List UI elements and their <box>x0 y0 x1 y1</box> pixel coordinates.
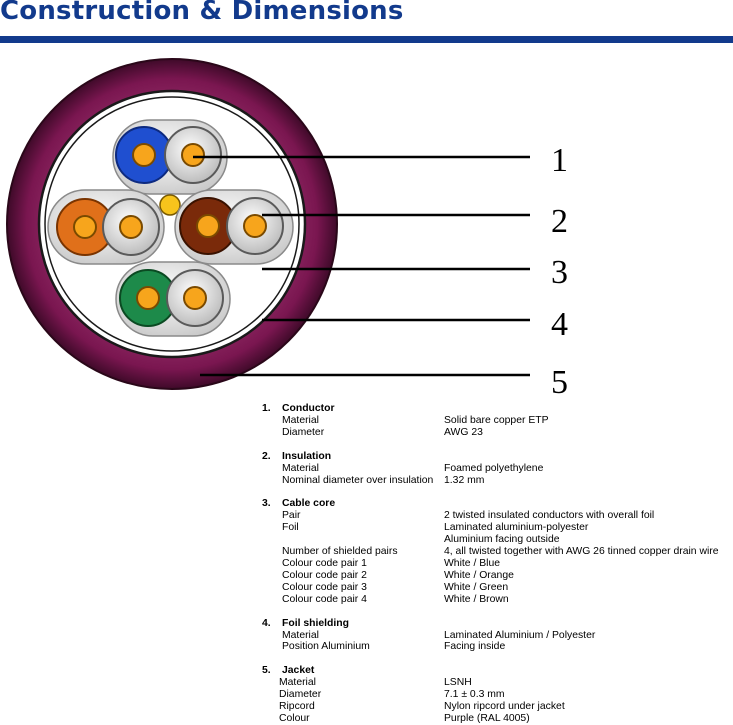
spec-row: Material Foamed polyethylene <box>262 463 732 475</box>
spec-value: Laminated aluminium-polyester <box>444 522 589 534</box>
spec-row: Colour code pair 4 White / Brown <box>262 594 732 606</box>
spec-value: 4, all twisted together with AWG 26 tinn… <box>444 546 719 558</box>
callout-5: 5 <box>551 364 568 400</box>
spec-label: Colour code pair 4 <box>282 593 367 605</box>
spec-row: Colour code pair 3 White / Green <box>262 582 732 594</box>
spec-label: Number of shielded pairs <box>282 546 398 558</box>
spec-row: Colour code pair 2 White / Orange <box>262 570 732 582</box>
spec-value: AWG 23 <box>444 426 483 438</box>
spec-label: Material <box>279 677 316 689</box>
spec-label: Colour <box>279 712 310 724</box>
section-number: 5. <box>262 665 271 677</box>
spec-section-conductor: 1. Conductor Material Solid bare copper E… <box>262 403 732 439</box>
spec-label: Diameter <box>279 689 322 701</box>
spec-value: Laminated Aluminium / Polyester <box>444 629 596 641</box>
pair-3 <box>115 261 231 337</box>
spec-row: Pair 2 twisted insulated conductors with … <box>262 510 732 522</box>
spec-label: Material <box>282 462 319 474</box>
spec-label: Pair <box>282 510 301 522</box>
spec-value: White / Orange <box>444 569 514 581</box>
spec-row: Diameter AWG 23 <box>262 427 732 439</box>
spec-value: Aluminium facing outside <box>444 534 560 546</box>
spec-label: Position Aluminium <box>282 641 370 653</box>
spec-label: Ripcord <box>279 701 315 713</box>
title-underline <box>0 36 733 43</box>
spec-label: Colour code pair 1 <box>282 557 367 569</box>
cable-cross-section-diagram: 1 2 3 4 5 <box>6 58 568 400</box>
spec-label: Material <box>282 414 319 426</box>
section-number: 4. <box>262 617 271 629</box>
drain-wire <box>159 194 181 216</box>
cable-core <box>48 100 296 348</box>
spec-label: Diameter <box>282 426 325 438</box>
section-number: 2. <box>262 450 271 462</box>
spec-label: Colour code pair 3 <box>282 581 367 593</box>
spec-row: Material Laminated Aluminium / Polyester <box>262 630 732 642</box>
section-heading: Jacket <box>282 665 315 677</box>
spec-value: White / Brown <box>444 593 509 605</box>
spec-value: Facing inside <box>444 641 506 653</box>
spec-row: Material Solid bare copper ETP <box>262 415 732 427</box>
spec-value: White / Green <box>444 581 509 593</box>
spec-label: Nominal diameter over insulation <box>282 474 434 486</box>
spec-label <box>262 534 444 546</box>
spec-row: Colour code pair 1 White / Blue <box>262 558 732 570</box>
spec-section-cable-core: 3. Cable core Pair 2 twisted insulated co… <box>262 498 732 605</box>
spec-row: Number of shielded pairs 4, all twisted t… <box>262 546 732 558</box>
spec-label: Foil <box>282 522 299 534</box>
section-heading: Cable core <box>282 498 336 510</box>
spec-value: White / Blue <box>444 557 501 569</box>
spec-row: Material LSNH <box>262 677 732 689</box>
spec-label: Colour code pair 2 <box>282 569 367 581</box>
spec-row: Colour Purple (RAL 4005) <box>262 713 732 725</box>
section-heading: Insulation <box>282 450 332 462</box>
spec-row: Foil Laminated aluminium-polyester <box>262 522 732 534</box>
specifications-list: 1. Conductor Material Solid bare copper E… <box>262 403 732 725</box>
spec-value: LSNH <box>444 677 472 689</box>
callout-2: 2 <box>551 203 568 240</box>
callout-1: 1 <box>551 142 568 179</box>
spec-row: Ripcord Nylon ripcord under jacket <box>262 701 732 713</box>
page-title: Construction & Dimensions <box>0 0 404 26</box>
section-heading: Conductor <box>282 403 335 414</box>
spec-row: Position Aluminium Facing inside <box>262 641 732 653</box>
spec-label: Material <box>282 629 319 641</box>
spec-value: Purple (RAL 4005) <box>444 712 530 724</box>
spec-value: Foamed polyethylene <box>444 462 544 474</box>
spec-section-jacket: 5. Jacket Material LSNH Diameter 7.1 ± 0.3… <box>262 665 732 725</box>
pair-4 <box>174 189 294 265</box>
callout-leaders <box>193 155 530 377</box>
spec-section-foil-shielding: 4. Foil shielding Material Laminated Alum… <box>262 618 732 654</box>
spec-value: 2 twisted insulated conductors with over… <box>444 510 655 522</box>
section-number: 1. <box>262 403 271 414</box>
spec-value: Solid bare copper ETP <box>444 414 549 426</box>
section-number: 3. <box>262 498 271 510</box>
callout-4: 4 <box>551 306 568 343</box>
spec-row: Aluminium facing outside <box>262 534 732 546</box>
spec-row: Diameter 7.1 ± 0.3 mm <box>262 689 732 701</box>
spec-section-insulation: 2. Insulation Material Foamed polyethylen… <box>262 451 732 487</box>
spec-value: 7.1 ± 0.3 mm <box>444 689 505 701</box>
section-heading: Foil shielding <box>282 617 349 629</box>
spec-value: 1.32 mm <box>444 474 485 486</box>
callout-3: 3 <box>551 254 568 291</box>
pair-2 <box>47 189 165 265</box>
spec-row: Nominal diameter over insulation 1.32 mm <box>262 475 732 487</box>
spec-value: Nylon ripcord under jacket <box>444 701 565 713</box>
